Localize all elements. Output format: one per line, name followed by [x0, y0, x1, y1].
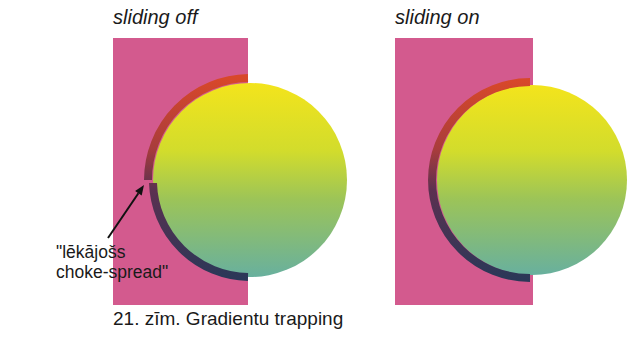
- figure-caption: 21. zīm. Gradientu trapping: [113, 308, 343, 330]
- gradient-circle: [437, 85, 627, 275]
- leader-line: [108, 193, 138, 238]
- callout-note: "lēkājošs choke-spread": [56, 242, 181, 282]
- arrow-head: [135, 185, 144, 196]
- panel-heading: sliding off: [113, 6, 198, 29]
- gradient-circle: [153, 83, 347, 277]
- sliding-trap: [432, 82, 530, 278]
- spread-trap: [148, 78, 248, 180]
- panel-heading: sliding on: [395, 6, 480, 29]
